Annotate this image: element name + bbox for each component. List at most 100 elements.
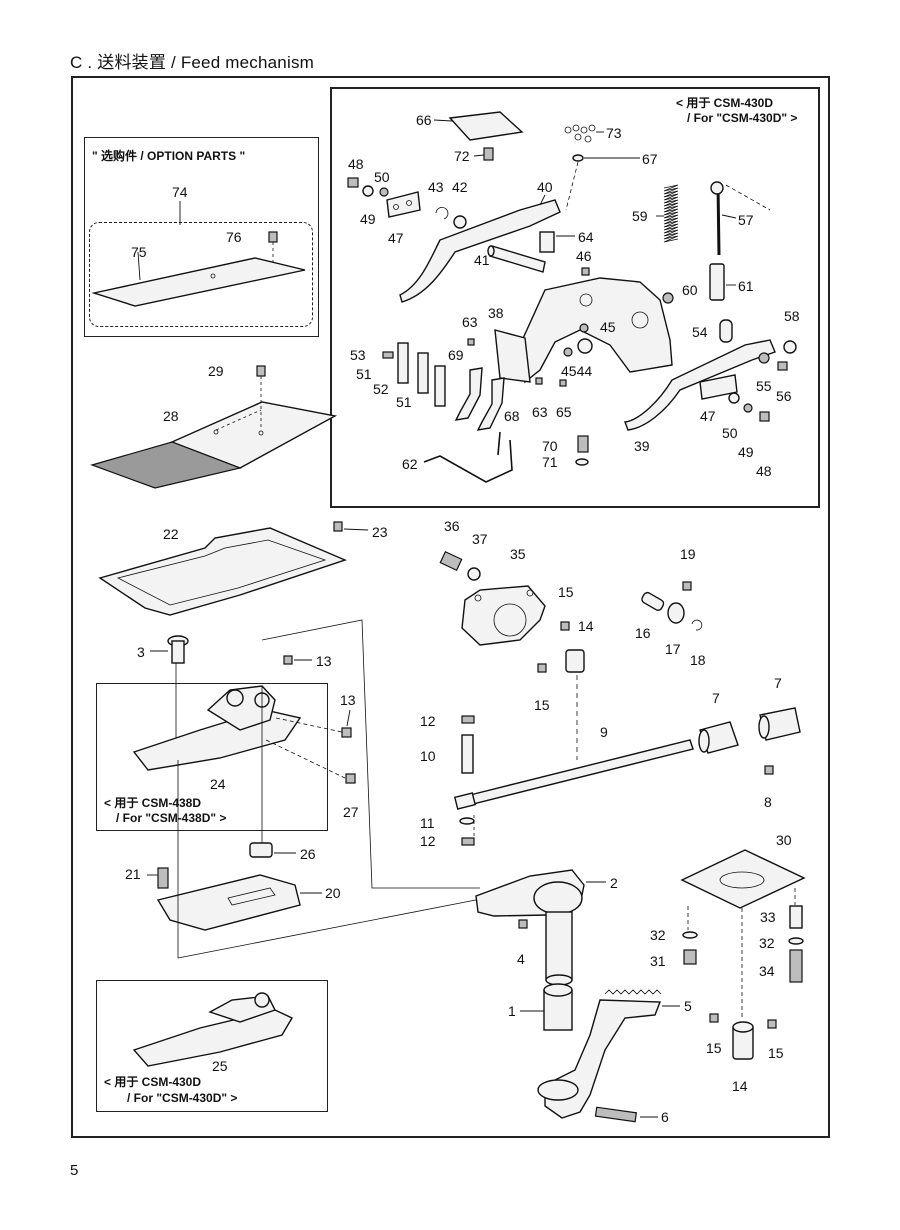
bolt-6 [594, 1106, 658, 1123]
screw-72 [473, 147, 494, 161]
callout-75: 75 [131, 244, 147, 260]
screws-50-49-48-bottom [728, 392, 770, 422]
callout-54: 54 [692, 324, 708, 340]
feed-bar-24 [132, 685, 356, 850]
callout-40: 40 [537, 179, 553, 195]
bracket-30 [680, 849, 806, 1020]
callout-43: 43 [428, 179, 444, 195]
gear-14-top [537, 621, 585, 673]
callout-27: 27 [343, 804, 359, 820]
callout-31: 31 [650, 953, 666, 969]
callout-42: 42 [452, 179, 468, 195]
note-option-parts: " 选购件 / OPTION PARTS " [92, 149, 246, 163]
bolt-64 [539, 231, 575, 253]
housing-38 [494, 277, 673, 384]
callout-5: 5 [684, 998, 692, 1014]
clip-43-nut-42 [435, 207, 467, 229]
note-csm430d-bottom-2: / For "CSM-430D" > [127, 1091, 238, 1105]
mount-plate-35 [461, 585, 546, 646]
callout-62: 62 [402, 456, 418, 472]
wire-62 [423, 431, 513, 483]
callout-33: 33 [760, 909, 776, 925]
callout-14-b: 14 [732, 1078, 748, 1094]
small-screws-63-65-45 [467, 323, 589, 387]
callout-51-a: 51 [356, 366, 372, 382]
diagram-frame [71, 76, 830, 1138]
callout-13-a: 13 [316, 653, 332, 669]
callout-36: 36 [444, 518, 460, 534]
callout-11: 11 [420, 815, 435, 831]
callout-23: 23 [372, 524, 388, 540]
callout-41: 41 [474, 252, 490, 268]
callout-15-d: 15 [768, 1045, 784, 1061]
washers-73 [564, 124, 604, 143]
callout-17: 17 [665, 641, 681, 657]
callout-12-b: 12 [420, 833, 436, 849]
slide-plate-20 [156, 874, 322, 931]
callout-20: 20 [325, 885, 341, 901]
bracket-54 [719, 319, 733, 343]
callout-2: 2 [610, 875, 618, 891]
callout-38: 38 [488, 305, 504, 321]
callout-74: 74 [172, 184, 188, 200]
callout-7-b: 7 [774, 675, 782, 691]
callout-60: 60 [682, 282, 698, 298]
note-csm438d-2: / For "CSM-438D" > [116, 811, 227, 825]
callout-32-b: 32 [759, 935, 775, 951]
callout-51-b: 51 [396, 394, 412, 410]
pin-67 [565, 154, 640, 211]
pin-10-12 [459, 715, 475, 846]
callout-24: 24 [210, 776, 226, 792]
callout-63-b: 63 [532, 404, 548, 420]
callout-19: 19 [680, 546, 696, 562]
note-csm430d-top-1: < 用于 CSM-430D [676, 96, 774, 110]
bolt-21 [147, 867, 169, 889]
guide-26 [249, 842, 296, 858]
callout-30: 30 [776, 832, 792, 848]
callout-47-b: 47 [700, 408, 716, 424]
callout-34: 34 [759, 963, 775, 979]
plate-28 [90, 365, 338, 489]
option-parts-frame [84, 137, 319, 337]
callout-57: 57 [738, 212, 754, 228]
callout-53: 53 [350, 347, 366, 363]
nut-13-top [283, 655, 312, 665]
bracket-47-top [386, 191, 421, 218]
option-parts-dashed-frame [89, 222, 313, 327]
bolt-70-washer-71 [575, 435, 589, 466]
arm-2 [475, 869, 606, 986]
plate-66 [433, 111, 524, 141]
gear-sector-5 [537, 989, 680, 1119]
callout-29: 29 [208, 363, 224, 379]
callout-25: 25 [212, 1058, 228, 1074]
callout-37: 37 [472, 531, 488, 547]
note-csm438d-1: < 用于 CSM-438D [104, 796, 202, 810]
bushing-1 [520, 983, 573, 1031]
callout-15-b: 15 [534, 697, 550, 713]
callout-7-a: 7 [712, 690, 720, 706]
pin-3 [150, 635, 189, 760]
callout-35: 35 [510, 546, 526, 562]
callout-66: 66 [416, 112, 432, 128]
callout-64: 64 [578, 229, 594, 245]
callout-49-b: 49 [738, 444, 754, 460]
option-screw-76 [268, 231, 278, 262]
callout-32-a: 32 [650, 927, 666, 943]
shaft-9 [453, 675, 694, 840]
callout-1: 1 [508, 1003, 516, 1019]
callout-28: 28 [163, 408, 179, 424]
callout-49: 49 [360, 211, 376, 227]
screws-48-50-49 [347, 177, 389, 197]
callout-15-c: 15 [706, 1040, 722, 1056]
note-csm430d-bottom-1: < 用于 CSM-430D [104, 1075, 202, 1089]
note-csm430d-top-2: / For "CSM-430D" > [687, 111, 798, 125]
callout-48-b: 48 [756, 463, 772, 479]
plate-22 [98, 521, 369, 616]
plates-51-52-53 [382, 342, 446, 407]
callout-10: 10 [420, 748, 436, 764]
page-number: 5 [70, 1162, 79, 1179]
callout-65: 65 [556, 404, 572, 420]
callout-50: 50 [374, 169, 390, 185]
sleeve-61 [709, 263, 736, 301]
